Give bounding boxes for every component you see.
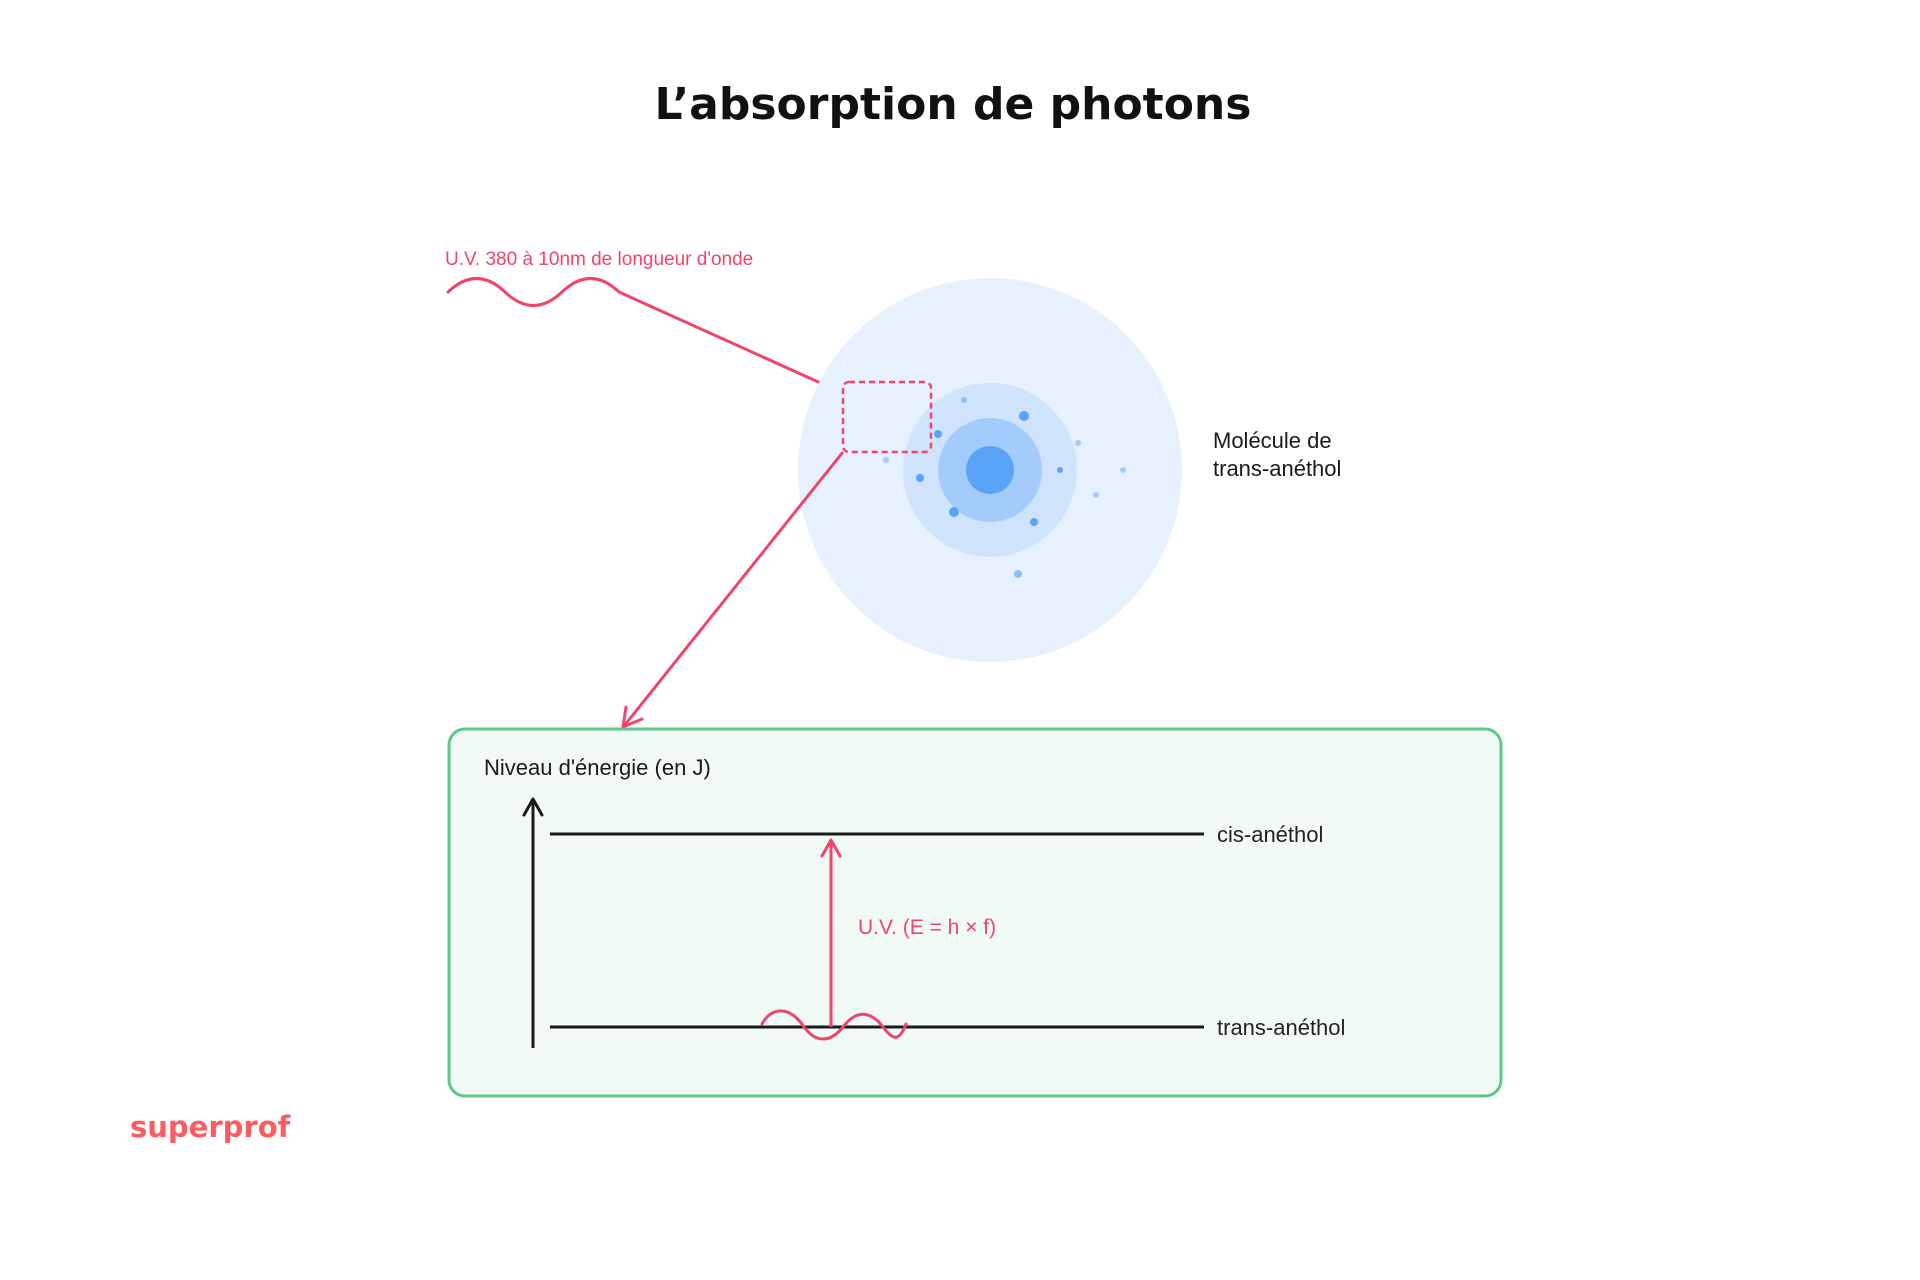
electron-dot [1014,570,1022,578]
zoom-region [841,380,933,454]
upper-level-label: cis-anéthol [1217,822,1323,847]
electron-dot [1019,411,1029,421]
electron-dot [934,430,942,438]
electron-dot [949,507,959,517]
page-title: L’absorption de photons [655,79,1252,130]
molecule-core [966,446,1014,494]
lower-level-label: trans-anéthol [1217,1015,1345,1040]
transition-arrow-head [820,838,842,858]
zoom-arrow-head [621,705,644,729]
energy-axis-label: Niveau d'énergie (en J) [484,755,711,780]
electron-dot [1057,467,1063,473]
electron-dot [1120,467,1126,473]
electron-dot [1093,492,1099,498]
zoom-arrow-line [622,451,845,727]
electron-dot [1030,518,1038,526]
superprof-logo: superprof [130,1110,291,1144]
incoming-photon-wave [446,277,621,307]
electron-dot [916,474,924,482]
transition-label: U.V. (E = h × f) [858,916,996,939]
electron-dot [1075,440,1081,446]
molecule-label-line2: trans-anéthol [1213,456,1341,481]
molecule-label-line1: Molécule de [1213,428,1332,453]
energy-diagram-box [447,727,1503,1098]
photon-wave-line [760,1009,908,1041]
uv-wavelength-label: U.V. 380 à 10nm de longueur d'onde [445,249,753,270]
electron-dot [961,397,967,403]
electron-dot [883,457,889,463]
molecule [798,278,1182,662]
incoming-arrow-line [618,290,837,392]
energy-axis-arrowhead [522,797,544,817]
